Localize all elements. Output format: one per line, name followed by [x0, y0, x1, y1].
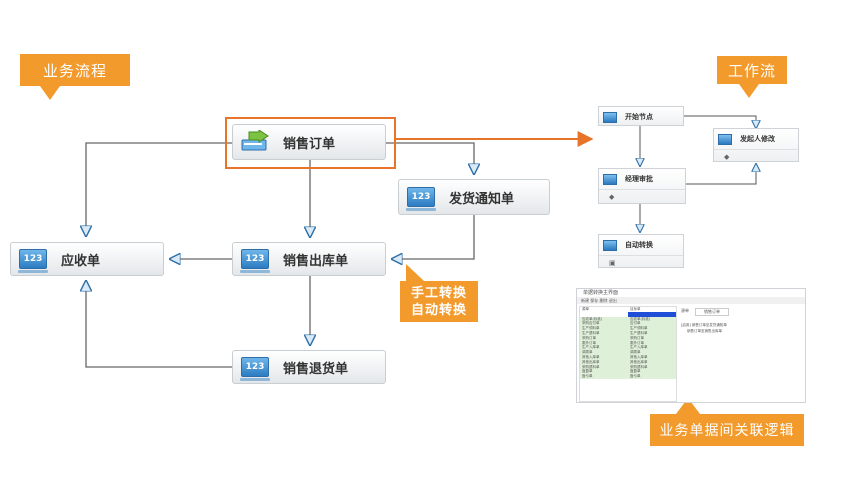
workflow-callout: 工作流 — [717, 56, 787, 98]
screenshot-toolbar: 新建 保存 删除 退出 — [577, 297, 805, 304]
wf-assign-icon: ◆ — [599, 189, 685, 204]
business-flow-callout: 业务流程 — [20, 54, 130, 100]
wf-connector-start-modify — [684, 115, 756, 128]
user-icon — [603, 239, 617, 251]
list-item[interactable]: 生产入库单生产入库单 — [580, 345, 676, 351]
screenshot-rule-list: 源单目标单 应收单(标准)应收单(标准)采购应付单应付单生产领料单生产领料单生产… — [579, 306, 677, 402]
list-item[interactable]: 采购订单采购订单 — [580, 335, 676, 341]
screenshot-detail-panel: 源单 销售订单 [启用] 销售订单至发货通知单 销售订单至销售出库单 — [677, 306, 803, 400]
node-label: 销售订单 — [283, 136, 336, 152]
list-item[interactable]: 其他入库单其他入库单 — [580, 354, 676, 360]
connector-notice-outbound — [392, 215, 475, 259]
node-label: 应收单 — [61, 253, 101, 269]
wf-node-manager-review[interactable]: 经理审批 ◆ — [598, 168, 686, 204]
conversion-callout: 手工转换 自动转换 — [400, 264, 478, 322]
connector-order-receivable — [86, 142, 232, 236]
detail-value: 销售订单 — [695, 308, 729, 316]
connector-order-notice — [386, 142, 474, 174]
sales-order-highlight — [225, 117, 396, 169]
node-receivable[interactable]: 123 应收单 — [10, 242, 164, 276]
user-icon — [718, 133, 732, 145]
detail-item: [启用] 销售订单至发货通知单 — [681, 323, 727, 327]
node-delivery-notice[interactable]: 123 发货通知单 — [398, 179, 550, 215]
list-item[interactable]: 生产领料单生产领料单 — [580, 326, 676, 331]
detail-item: 销售订单至销售出库单 — [687, 329, 722, 333]
wf-node-label: 经理审批 — [625, 175, 653, 183]
list-header: 源单目标单 — [582, 307, 641, 311]
document-123-icon: 123 — [240, 357, 270, 381]
wf-node-auto-convert[interactable]: 自动转换 ▣ — [598, 234, 684, 268]
wf-node-start[interactable]: 开始节点 — [598, 106, 684, 126]
wf-node-initiator-modify[interactable]: 发起人修改 ◆ — [713, 128, 799, 162]
order-arrow-icon — [241, 130, 269, 151]
node-label: 发货通知单 — [449, 191, 515, 207]
wf-assign-icon: ◆ — [714, 149, 798, 164]
list-item[interactable]: 委外订单委外订单 — [580, 340, 676, 346]
node-label: 销售退货单 — [283, 361, 349, 377]
node-sales-return[interactable]: 123 销售退货单 — [232, 350, 386, 384]
doc-logic-callout: 业务单据间关联逻辑 — [650, 398, 804, 446]
wf-node-label: 自动转换 — [625, 241, 653, 249]
document-123-icon: 123 — [240, 249, 270, 273]
wf-node-label: 发起人修改 — [740, 135, 775, 143]
connector-return-receivable — [86, 281, 232, 368]
manual-convert-label: 手工转换 — [410, 285, 467, 301]
list-item[interactable]: 采购退料单采购退料单 — [580, 364, 676, 370]
list-item[interactable]: 应收单(标准)应收单(标准) — [580, 316, 676, 322]
list-item[interactable]: 其他出库单其他出库单 — [580, 359, 676, 365]
screenshot-title: 单据转换主界面 — [583, 290, 619, 296]
conversion-screenshot: 单据转换主界面 新建 保存 删除 退出 源单目标单 应收单(标准)应收单(标准)… — [576, 288, 806, 403]
wf-connector-review-modify — [686, 164, 756, 185]
list-item[interactable]: 采购应付单应付单 — [580, 321, 676, 327]
list-item[interactable]: 生产退料单生产退料单 — [580, 330, 676, 336]
node-sales-order[interactable]: 销售订单 — [232, 124, 386, 160]
list-item[interactable]: 盘盈单盘盈单 — [580, 369, 676, 375]
document-123-icon: 123 — [406, 187, 436, 211]
list-item[interactable] — [580, 311, 676, 317]
document-123-icon: 123 — [18, 249, 48, 273]
list-item[interactable]: 调拨单调拨单 — [580, 350, 676, 355]
list-item[interactable]: 盘亏单盘亏单 — [580, 374, 676, 379]
wf-convert-icon: ▣ — [599, 255, 683, 270]
user-icon — [603, 173, 617, 185]
auto-convert-label: 自动转换 — [410, 302, 467, 318]
wf-node-label: 开始节点 — [625, 113, 653, 121]
monitor-icon — [603, 111, 617, 123]
detail-label: 源单 — [681, 308, 689, 313]
node-sales-outbound[interactable]: 123 销售出库单 — [232, 242, 386, 276]
node-label: 销售出库单 — [283, 253, 349, 269]
